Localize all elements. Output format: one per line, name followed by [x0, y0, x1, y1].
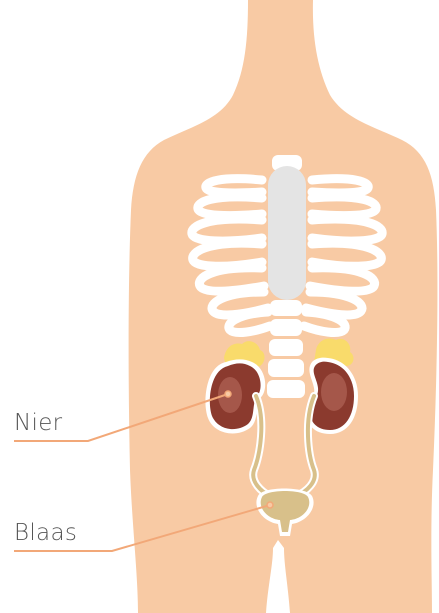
spine — [267, 300, 305, 398]
bladder-marker-dot — [267, 502, 273, 508]
sternum — [268, 155, 306, 300]
bladder-label: Blaas — [14, 520, 77, 546]
kidney-marker-dot — [225, 391, 231, 397]
kidney-label: Nier — [14, 410, 62, 436]
